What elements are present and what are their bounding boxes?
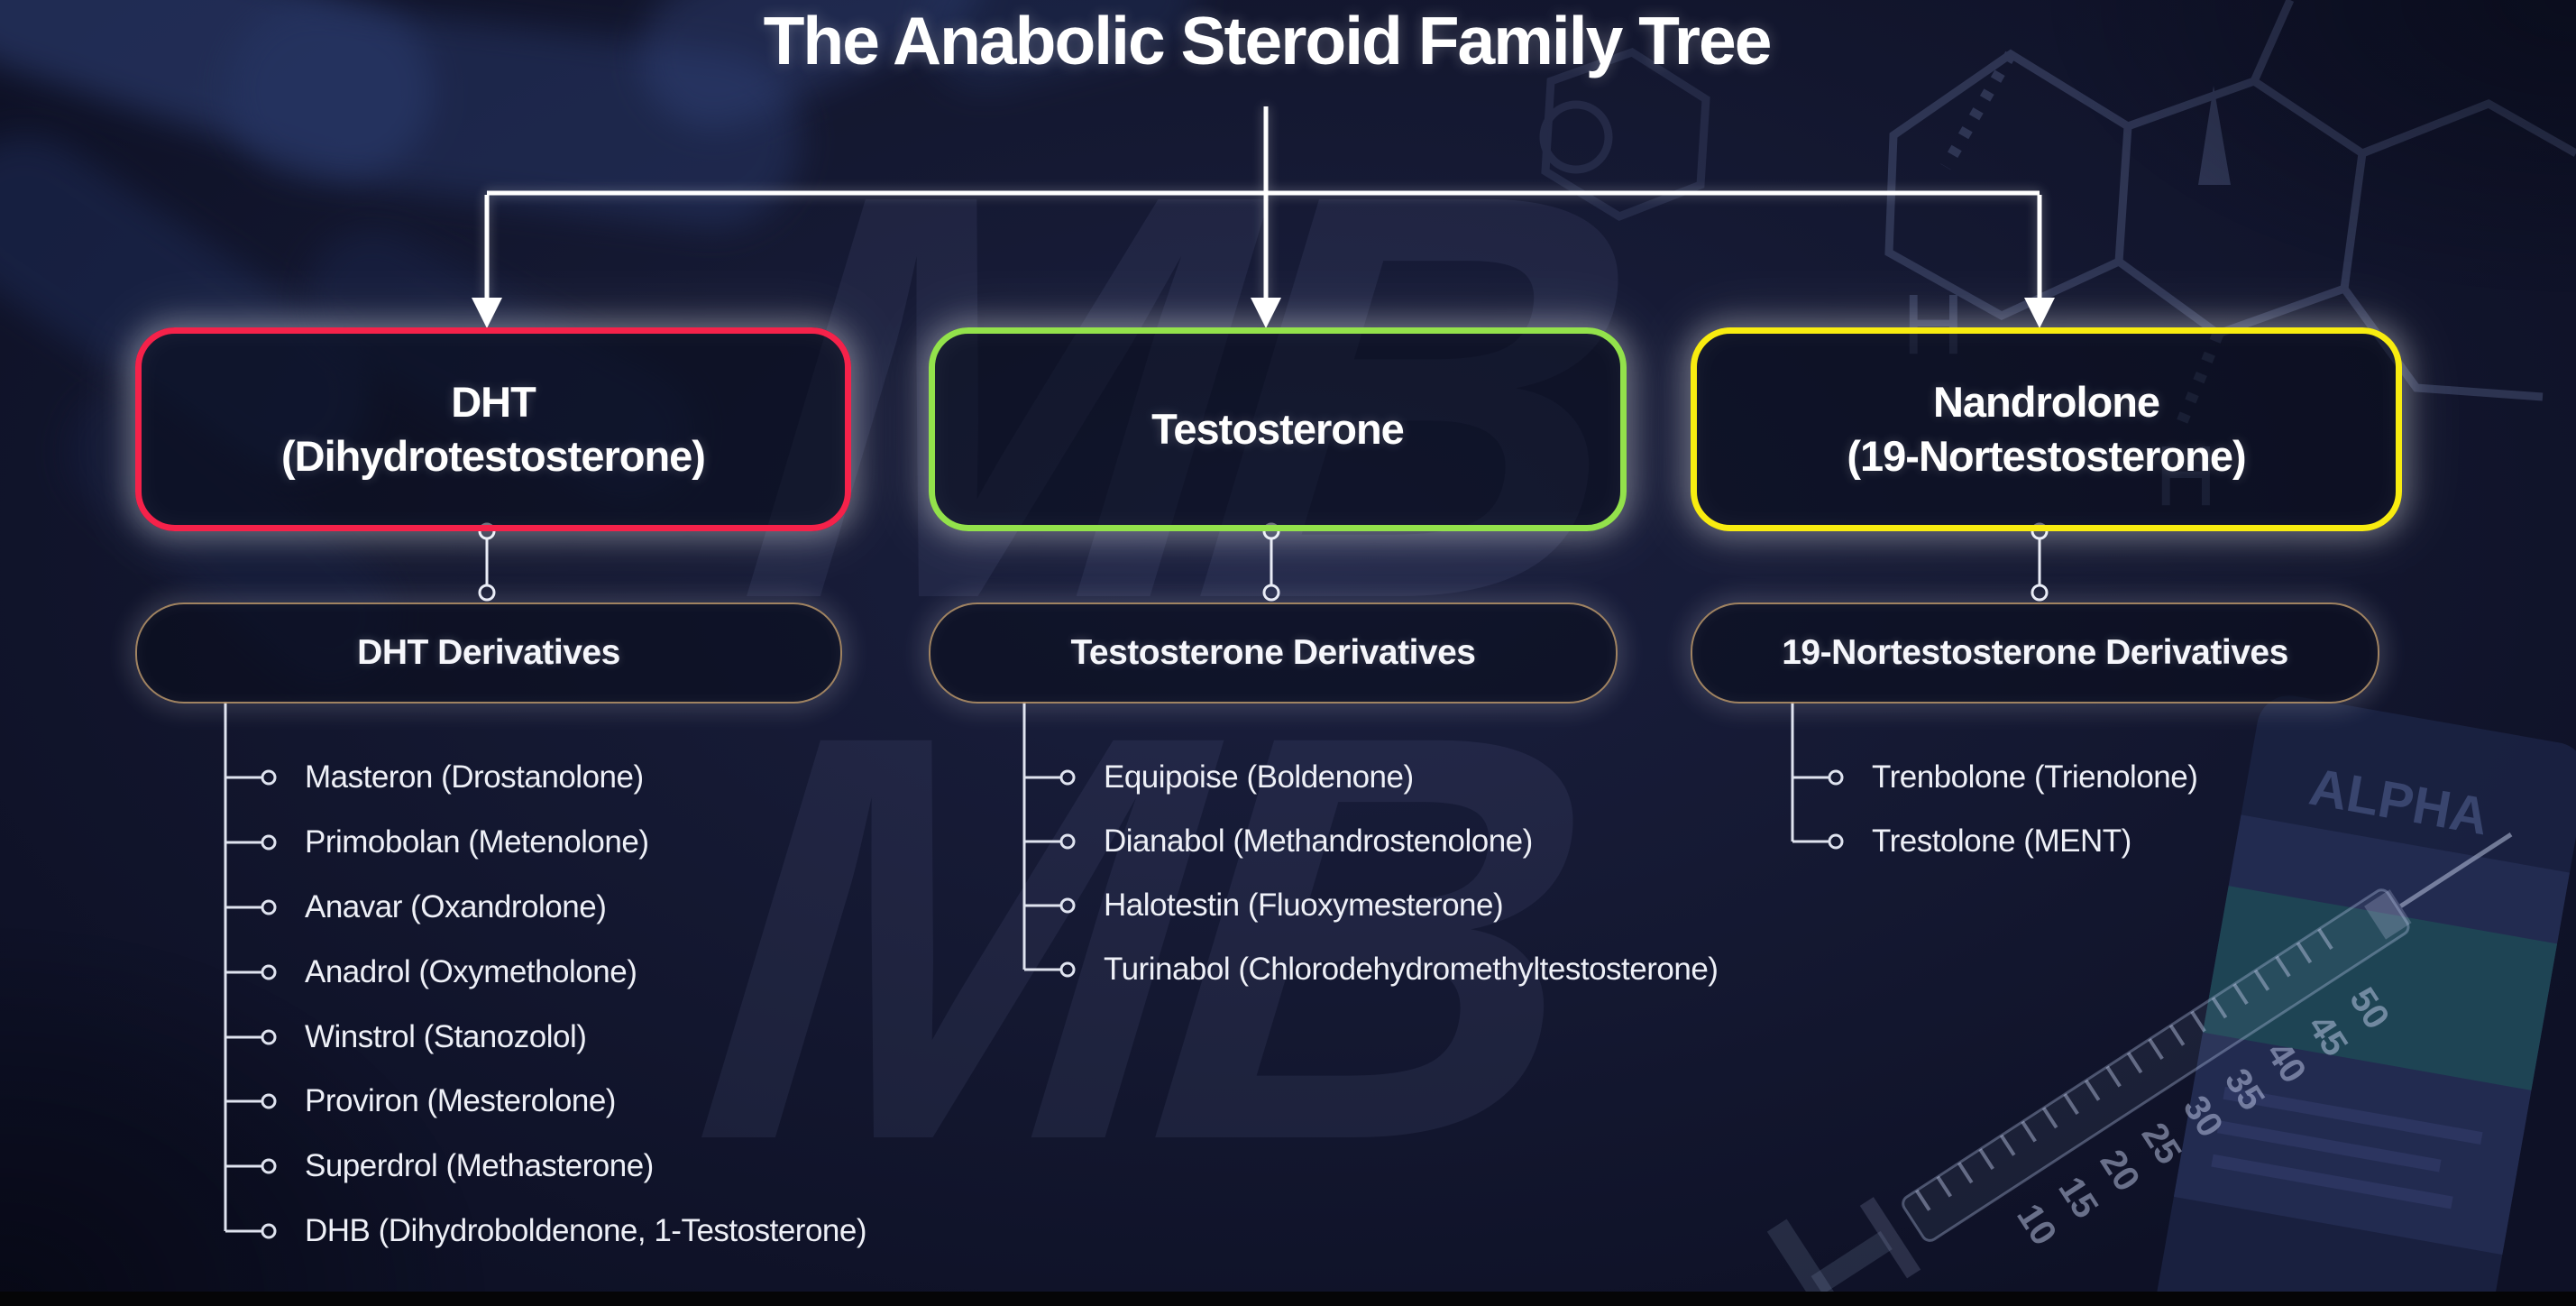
list-item: Turinabol (Chlorodehydromethyltestostero…	[1104, 952, 1719, 987]
family-box-testosterone: Testosterone	[929, 327, 1627, 531]
family-box-sublabel: (Dihydrotestosterone)	[281, 432, 706, 480]
derivatives-pill-testosterone: Testosterone Derivatives	[929, 602, 1618, 704]
family-box-nandrolone: Nandrolone (19-Nortestosterone)	[1691, 327, 2402, 531]
list-item: Dianabol (Methandrostenolone)	[1104, 823, 1533, 859]
bottom-black-bar	[0, 1292, 2576, 1306]
list-branch-lines	[224, 702, 1844, 1239]
derivatives-pill-label: Testosterone Derivatives	[1070, 633, 1476, 672]
family-box-label: DHT	[451, 377, 536, 426]
list-item: Primobolan (Metenolone)	[305, 824, 649, 860]
family-box-label: Testosterone	[1151, 404, 1405, 453]
list-item: Winstrol (Stanozolol)	[305, 1019, 587, 1054]
list-item: Anavar (Oxandrolone)	[305, 889, 607, 924]
list-item: Proviron (Mesterolone)	[305, 1083, 616, 1118]
page-title: The Anabolic Steroid Family Tree	[763, 3, 1773, 78]
list-item: Superdrol (Methasterone)	[305, 1148, 654, 1183]
list-item: Anadrol (Oxymetholone)	[305, 954, 637, 989]
derivatives-pill-nortestosterone: 19-Nortestosterone Derivatives	[1691, 602, 2379, 704]
list-item: Trestolone (MENT)	[1872, 823, 2131, 859]
family-box-label: Nandrolone	[1932, 377, 2160, 426]
list-item: Masteron (Drostanolone)	[305, 759, 644, 795]
list-item: DHB (Dihydroboldenone, 1-Testosterone)	[305, 1213, 867, 1248]
list-item: Trenbolone (Trienolone)	[1872, 759, 2198, 795]
root-connector-lines	[484, 106, 2042, 299]
derivatives-pill-dht: DHT Derivatives	[135, 602, 842, 704]
family-box-dht: DHT (Dihydrotestosterone)	[135, 327, 851, 531]
derivatives-pill-label: DHT Derivatives	[357, 633, 620, 672]
family-box-sublabel: (19-Nortestosterone)	[1847, 432, 2246, 480]
arrow-down-icon	[472, 298, 2055, 328]
list-item: Halotestin (Fluoxymesterone)	[1104, 888, 1504, 923]
list-item: Equipoise (Boldenone)	[1104, 759, 1414, 795]
derivatives-pill-label: 19-Nortestosterone Derivatives	[1782, 633, 2288, 672]
box-to-pill-connector	[478, 522, 2049, 602]
